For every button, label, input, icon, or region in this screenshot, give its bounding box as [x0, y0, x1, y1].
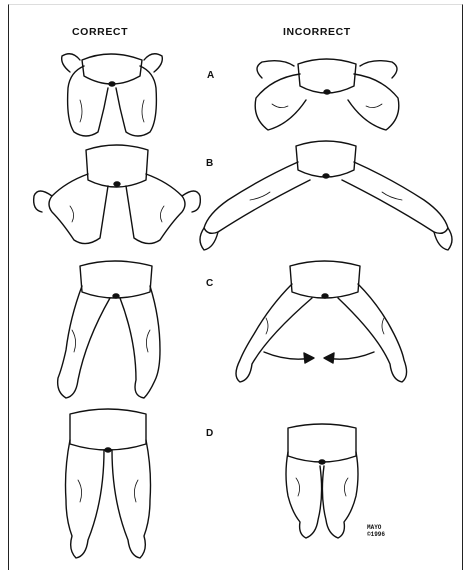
figure-d-incorrect — [286, 424, 358, 538]
figure-a-incorrect — [255, 59, 399, 130]
figure-a-correct — [62, 54, 163, 136]
figure-c-correct — [58, 261, 160, 398]
credit-copyright: ©1996 — [367, 531, 385, 538]
figure-d-correct — [66, 409, 151, 558]
credit-name: MAYO — [367, 524, 385, 531]
inward-arrow-right-icon — [324, 352, 374, 363]
mayo-credit: MAYO ©1996 — [367, 524, 385, 538]
figure-b-incorrect — [200, 141, 452, 250]
inward-arrow-left-icon — [264, 352, 314, 363]
figure-c-incorrect — [236, 261, 407, 382]
figure-b-correct — [34, 145, 201, 244]
